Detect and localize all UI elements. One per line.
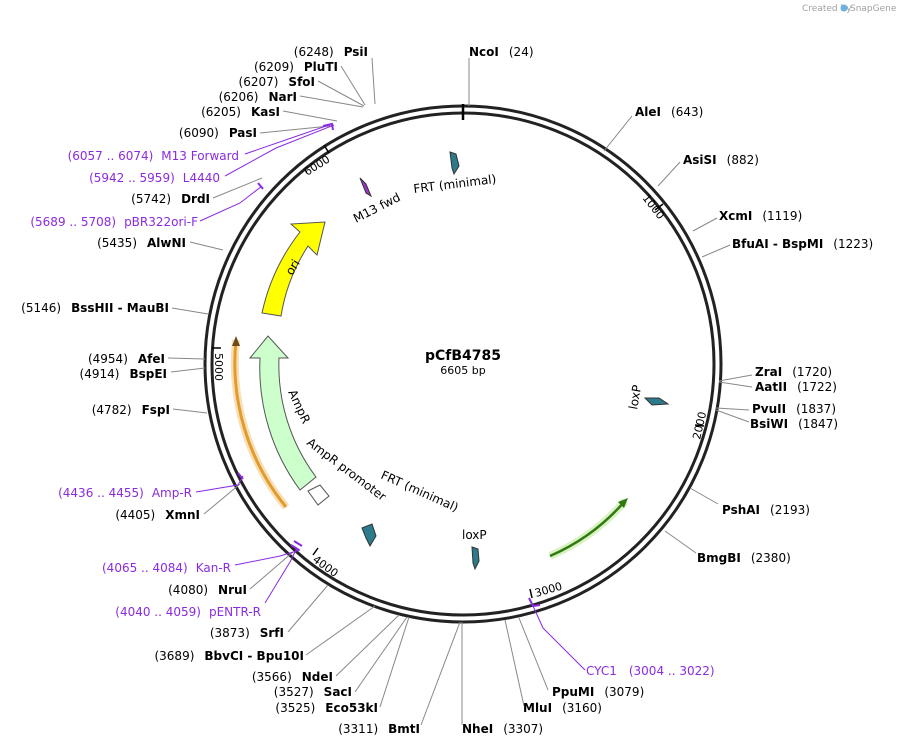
loxp-bottom-arrow [471,546,480,571]
enzyme-alwni: (5435)AlwNI [97,236,186,250]
enzyme-kasi: (6205)KasI [201,105,280,119]
ori-arrow [261,221,326,317]
frt-bottom-arrow [361,523,377,548]
enzyme-aatii: AatII(1722) [755,380,837,394]
enzyme-bspei: (4914)BspEI [80,367,167,381]
tick-5000: 5000 [212,353,225,381]
backbone [203,104,723,624]
m13-fwd-label: M13 fwd [351,190,403,226]
enzyme-bfuai-bspmi: BfuAI - BspMI(1223) [732,237,873,251]
green-feature-glow [548,498,629,560]
tick-1000: 1000 [640,192,667,222]
m13-fwd-arrow [359,177,373,198]
frt-top-label: FRT (minimal) [413,172,497,196]
primer-pbr322ori-f: (5689 .. 5708)pBR322ori-F [30,215,198,229]
enzyme-bsiwi: BsiWI(1847) [750,417,838,431]
enzyme-srui: (4080)NruI [168,583,247,597]
frt-top-arrow [449,151,460,176]
tick-6000-mark [323,144,330,154]
green-feature-arc [549,500,626,558]
enzyme-mlui: MluI(3160) [523,701,602,715]
enzyme-bmgbi: BmgBI(2380) [697,551,791,565]
ampr-arrow [248,335,317,491]
ampr-label: AmpR [285,387,313,425]
enzyme-drdi: (5742)DrdI [131,192,210,206]
frt-bottom-label: FRT (minimal) [379,468,461,515]
tick-1000-mark [654,203,664,211]
enzyme-zrai: ZraI(1720) [755,365,832,379]
enzyme-asisi: AsiSI(882) [683,153,759,167]
center-title: pCfB4785 6605 bp [425,348,501,377]
primer-l4440: (5942 .. 5959)L4440 [89,171,220,185]
tick-2000-mark [694,424,705,427]
enzyme-sfoi: (6207)SfoI [239,75,315,89]
credit-prefix: Created by [802,4,852,14]
orange-feature-arc [233,339,288,508]
enzyme-afei: (4954)AfeI [88,352,165,366]
primer-amp-r: (4436 .. 4455)Amp-R [58,486,192,500]
plasmid-name: pCfB4785 [425,348,501,364]
primer-m13-forward: (6057 .. 6074)M13 Forward [68,149,239,163]
loxp-right-arrow [643,397,670,406]
primer-cyc1: CYC1(3004 .. 3022) [586,664,715,678]
leader-lines [167,57,753,726]
enzyme-ppumi: PpuMI(3079) [552,685,644,699]
enzyme-bsshii-maubi: (5146)BssHII - MauBI [21,301,169,315]
enzyme-fspi: (4782)FspI [92,403,170,417]
enzyme-saci: (3527)SacI [274,685,352,699]
enzyme-ncoi: NcoI(24) [469,45,534,59]
enzyme-pvuii: PvuII(1837) [752,402,836,416]
plasmid-length: 6605 bp [440,364,485,377]
loxp-bottom-label: loxP [462,528,487,542]
primer-labels: CYC1(3004 .. 3022) (4040 .. 4059)pENTR-R… [30,149,714,678]
enzyme-pasi: (6090)PasI [179,126,257,140]
primer-kan-r: (4065 .. 4084)Kan-R [102,561,231,575]
enzyme-psii: (6248)PsiI [294,45,368,59]
enzyme-labels: NcoI(24) AleI(643) AsiSI(882) XcmI(1119)… [21,45,873,736]
tick-3000-mark [529,588,533,599]
snapgene-credit: Created by SnapGene [802,4,897,14]
enzyme-pshai: PshAI(2193) [722,503,810,517]
enzyme-bbvci-bpu10i: (3689)BbvCI - Bpu10I [154,649,304,663]
enzyme-pluti: (6209)PluTI [254,60,338,74]
orange-feature-head [232,336,240,346]
enzyme-bmti: (3311)BmtI [338,722,420,736]
enzyme-nari: (6206)NarI [219,90,297,104]
enzyme-ndei: (3566)NdeI [252,670,333,684]
enzyme-nhei: NheI(3307) [462,722,543,736]
credit-brand: SnapGene [850,4,897,14]
enzyme-xcmi: XcmI(1119) [719,209,802,223]
green-feature-head [618,498,628,508]
primer-pentr-r: (4040 .. 4059)pENTR-R [115,605,261,619]
primer-marks [237,122,541,608]
enzyme-alei: AleI(643) [635,105,703,119]
enzyme-srfi: (3873)SrfI [210,626,284,640]
loxp-right-label: loxP [626,384,644,411]
tick-2000: 2000 [690,410,709,440]
enzyme-xmni: (4405)XmnI [115,508,200,522]
tick-6000: 6000 [302,153,333,179]
tick-4000-mark [312,547,319,556]
snapgene-logo-icon [840,4,848,12]
enzyme-eco53ki: (3525)Eco53kI [275,701,378,715]
ampr-promoter-arrow [307,484,330,506]
